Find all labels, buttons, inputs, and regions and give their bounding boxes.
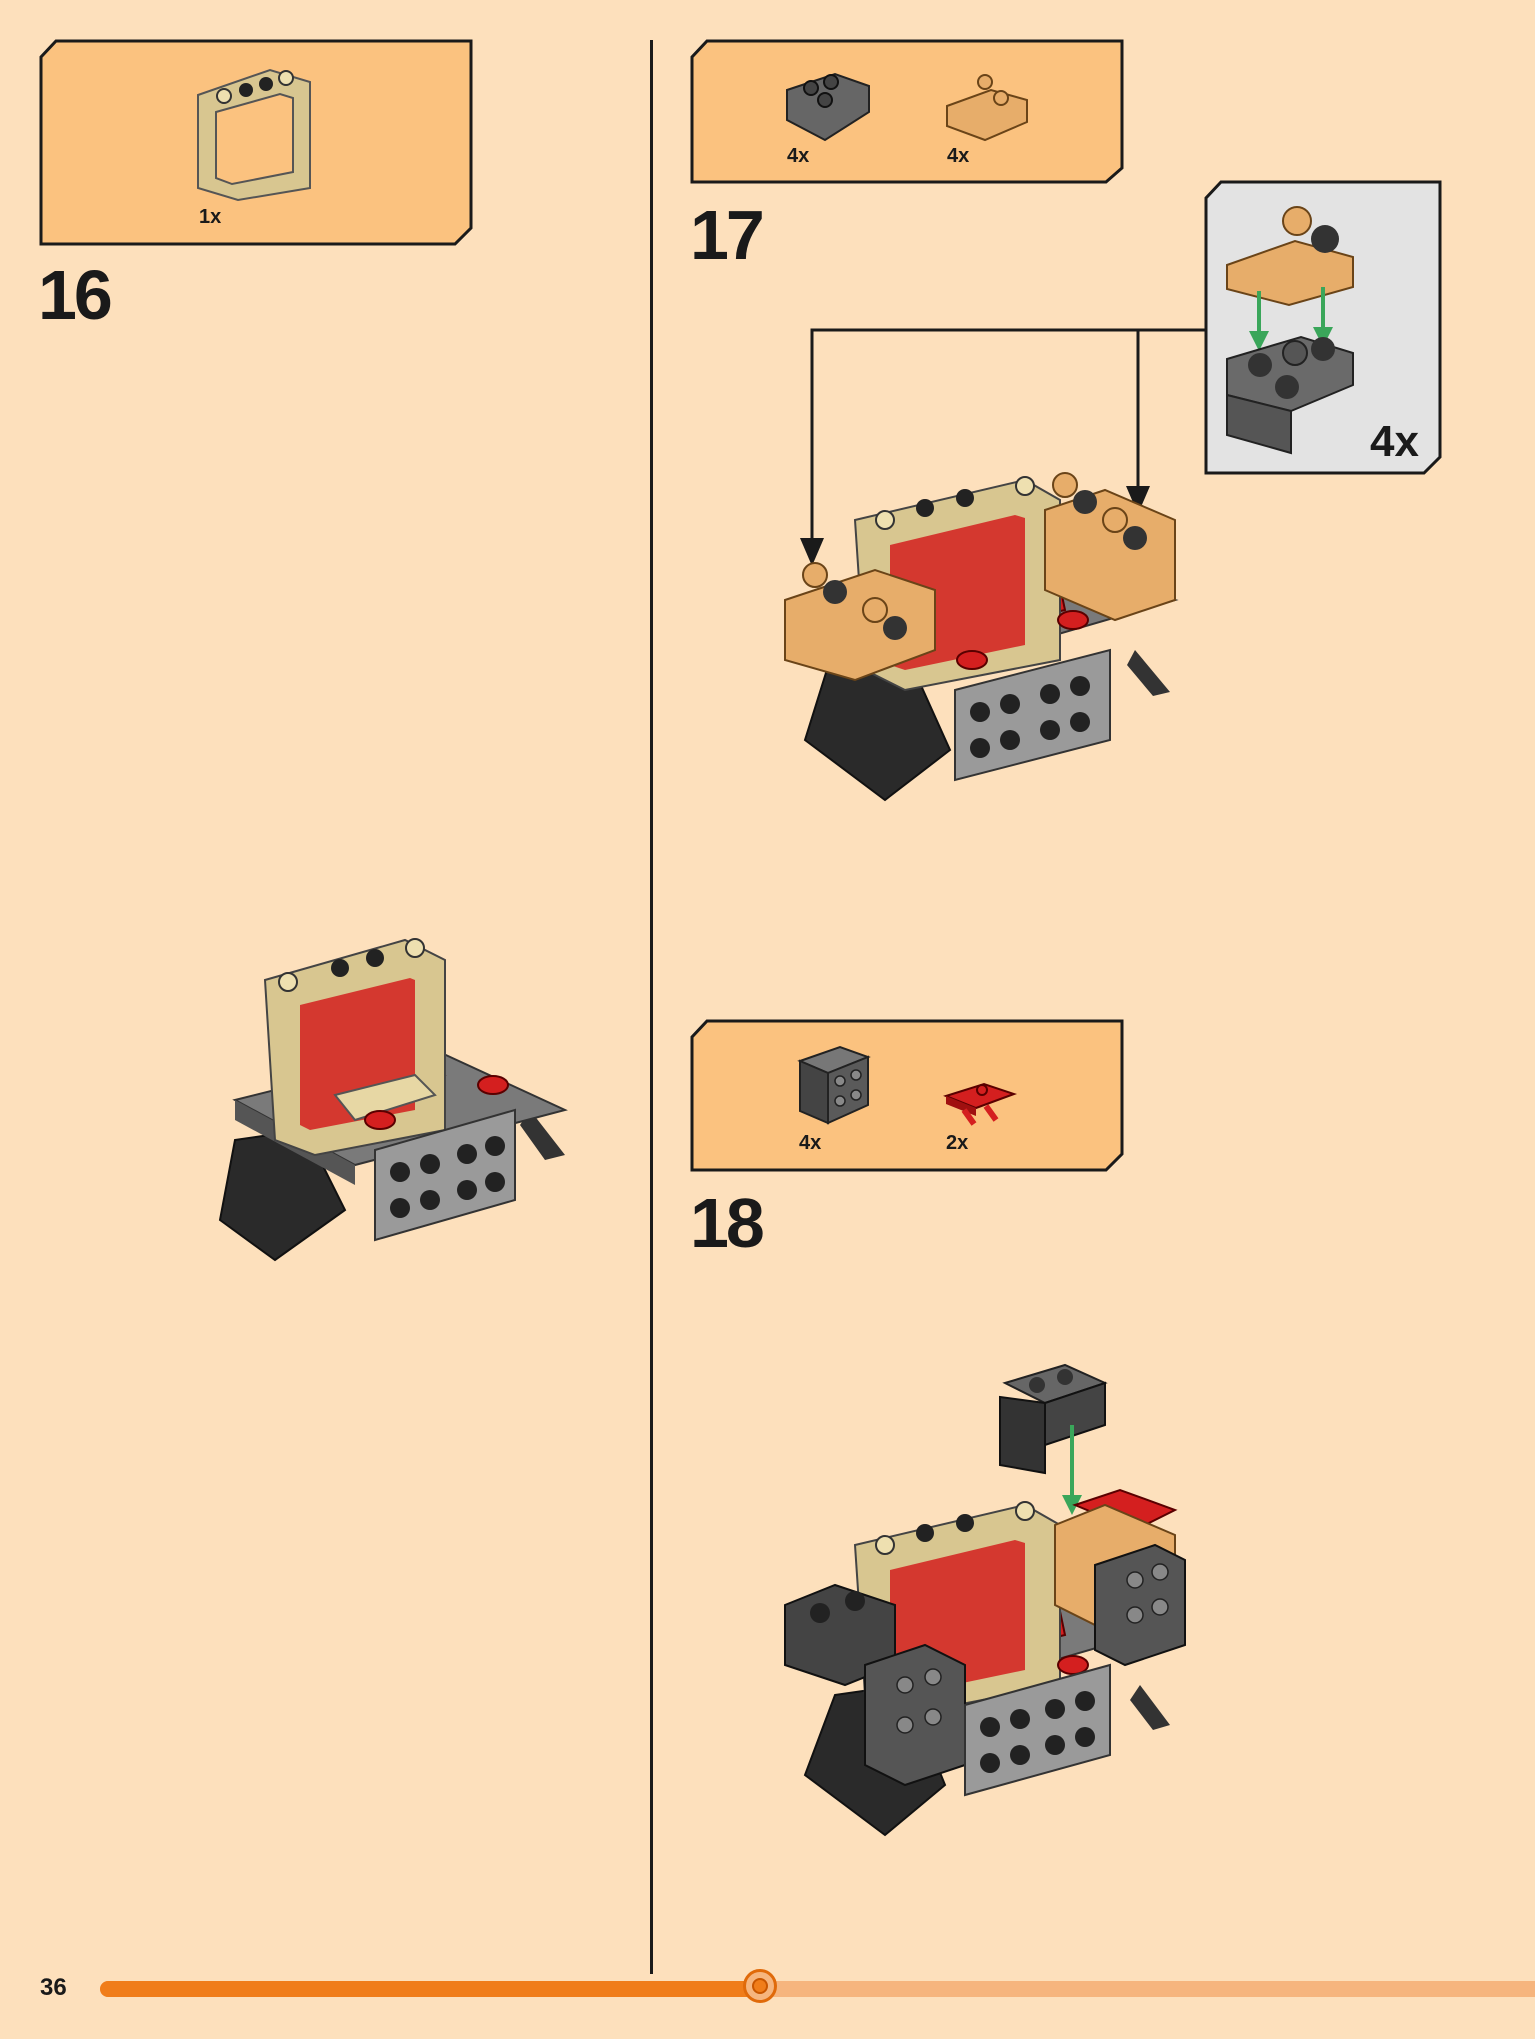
part-qty: 4x: [947, 145, 970, 167]
callout-qty: 4x: [1370, 417, 1419, 466]
page-number: 36: [40, 1974, 67, 2001]
part-qty: 4x: [787, 145, 810, 167]
step-17-assembly-illustration: [784, 472, 1179, 802]
slope-dark-gray-part-icon: [786, 72, 870, 142]
step-number: 17: [690, 196, 765, 274]
step-18-parts-box: [690, 1019, 1124, 1172]
progress-marker: [743, 1969, 778, 2003]
part-qty: 2x: [946, 1132, 969, 1154]
callout-pointer-lines: [800, 328, 1206, 566]
column-divider: [650, 40, 653, 1974]
step-number: 18: [690, 1184, 765, 1262]
progress-bar: [100, 1969, 1535, 2003]
part-qty: 1x: [199, 206, 222, 228]
curved-slope-tan-part-icon: [946, 74, 1028, 142]
step-17-callout-box: [1204, 180, 1442, 475]
part-qty: 4x: [799, 1132, 822, 1154]
window-frame-part-icon: [197, 68, 311, 202]
bracket-dark-gray-part-icon: [797, 1045, 871, 1125]
step-number: 16: [38, 256, 113, 334]
step-16-assembly-illustration: [218, 938, 568, 1262]
plate-clip-red-part-icon: [943, 1082, 1018, 1126]
progress-fill: [100, 1981, 761, 1997]
step-18-assembly-illustration: [784, 1363, 1186, 1837]
step-17-parts-box: [690, 39, 1124, 184]
